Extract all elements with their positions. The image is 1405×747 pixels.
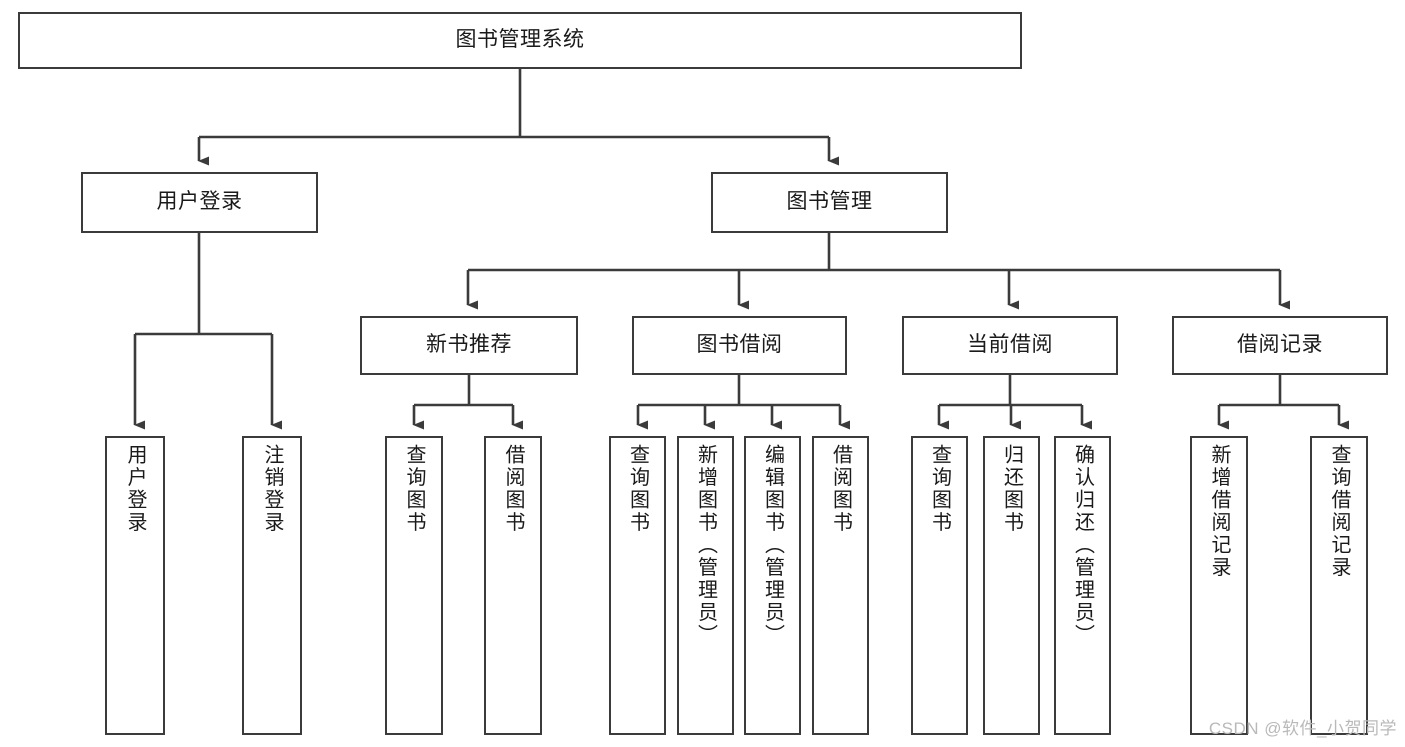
node-leaf-add-book-admin[interactable]: 新增图书（管理员）	[677, 436, 734, 735]
node-label: 用户登录	[124, 444, 146, 534]
node-borrow-record[interactable]: 借阅记录	[1172, 316, 1388, 375]
node-leaf-query-book-borrow[interactable]: 查询图书	[609, 436, 666, 735]
node-current-borrow[interactable]: 当前借阅	[902, 316, 1118, 375]
node-leaf-edit-book-admin[interactable]: 编辑图书（管理员）	[744, 436, 801, 735]
node-book-management[interactable]: 图书管理	[711, 172, 948, 233]
node-label: 查询图书	[928, 444, 951, 534]
node-label: 编辑图书（管理员）	[761, 444, 784, 647]
node-label: 新书推荐	[426, 333, 512, 357]
node-leaf-confirm-return-admin[interactable]: 确认归还（管理员）	[1054, 436, 1111, 735]
csdn-watermark: CSDN @软件_小贺同学	[1208, 719, 1397, 738]
node-leaf-return-book[interactable]: 归还图书	[983, 436, 1040, 735]
node-leaf-borrow-book-new-book[interactable]: 借阅图书	[484, 436, 542, 735]
node-leaf-add-borrow-record[interactable]: 新增借阅记录	[1190, 436, 1248, 735]
node-leaf-logout[interactable]: 注销登录	[242, 436, 302, 735]
node-label: 借阅图书	[502, 444, 524, 534]
node-label: 用户登录	[156, 190, 243, 214]
node-label: 确认归还（管理员）	[1071, 444, 1094, 647]
node-label: 当前借阅	[967, 333, 1053, 357]
node-label: 查询借阅记录	[1328, 444, 1350, 579]
node-label: 新增图书（管理员）	[694, 444, 717, 647]
node-user-login[interactable]: 用户登录	[81, 172, 318, 233]
node-label: 注销登录	[261, 444, 283, 534]
node-label: 图书借阅	[696, 333, 783, 357]
node-label: 归还图书	[1000, 444, 1023, 534]
node-leaf-user-login[interactable]: 用户登录	[105, 436, 165, 735]
node-label: 查询图书	[403, 444, 425, 534]
node-new-book-recommend[interactable]: 新书推荐	[360, 316, 578, 375]
node-label: 图书管理	[786, 190, 873, 214]
node-leaf-query-book-current[interactable]: 查询图书	[911, 436, 968, 735]
node-label: 查询图书	[626, 444, 649, 534]
node-label: 图书管理系统	[455, 28, 585, 52]
node-leaf-query-book-new-book[interactable]: 查询图书	[385, 436, 443, 735]
node-book-borrow[interactable]: 图书借阅	[632, 316, 847, 375]
node-root-book-management-system[interactable]: 图书管理系统	[18, 12, 1022, 69]
node-label: 借阅图书	[829, 444, 852, 534]
node-leaf-query-borrow-record[interactable]: 查询借阅记录	[1310, 436, 1368, 735]
node-leaf-borrow-book[interactable]: 借阅图书	[812, 436, 869, 735]
node-label: 借阅记录	[1237, 333, 1323, 357]
node-label: 新增借阅记录	[1208, 444, 1230, 579]
